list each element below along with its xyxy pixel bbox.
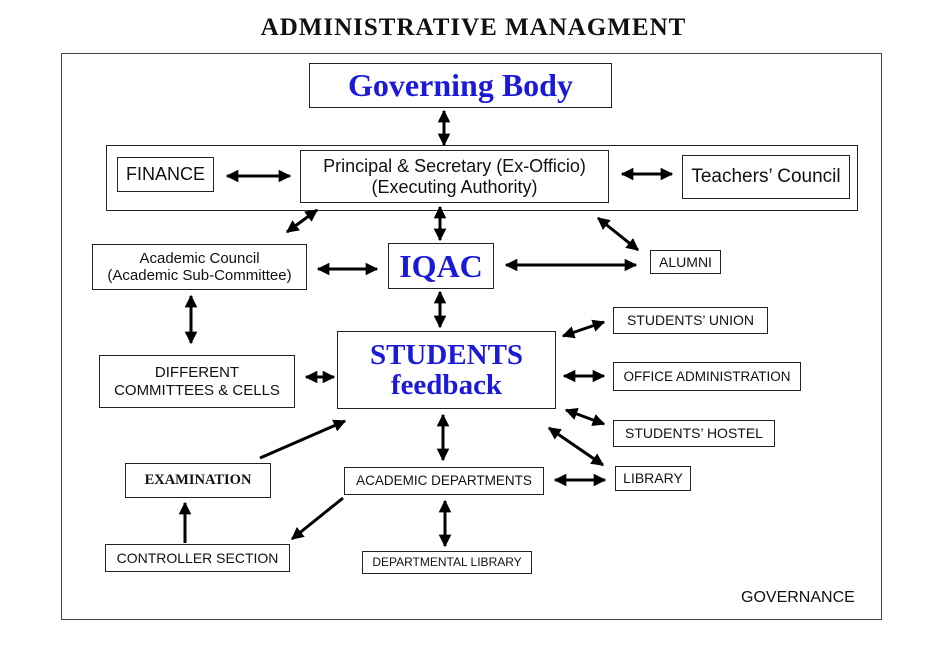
office-administration-label: OFFICE ADMINISTRATION [623,368,791,384]
governance-footer: GOVERNANCE [741,589,855,606]
governing-body-label: Governing Body [348,67,573,104]
arrow-feedback-union [561,319,606,339]
arrow-examination-feedback [259,419,347,460]
academic-departments-label: ACADEMIC DEPARTMENTS [356,473,532,489]
teachers-council-label: Teachers’ Council [691,166,841,188]
controller-section-label: CONTROLLER SECTION [116,549,279,566]
students-feedback-label-line1: STUDENTS [369,338,524,371]
office-administration-box: OFFICE ADMINISTRATION [613,362,801,391]
arrow-principal-academic-council [285,208,319,234]
examination-box: EXAMINATION [125,463,271,498]
arrow-principal-alumni [597,216,639,252]
alumni-box: ALUMNI [650,250,721,274]
students-hostel-label: STUDENTS’ HOSTEL [625,425,763,442]
academic-council-label-line2: (Academic Sub-Committee) [107,267,292,284]
principal-label-line2: (Executing Authority) [371,176,538,197]
principal-box: Principal & Secretary (Ex-Officio) (Exec… [300,150,609,203]
iqac-label: IQAC [399,247,483,284]
different-committees-label-line2: COMMITTEES & CELLS [114,381,280,399]
departmental-library-box: DEPARTMENTAL LIBRARY [362,551,532,574]
students-feedback-label-line2: feedback [390,369,503,401]
arrow-feedback-library [547,426,605,467]
examination-label: EXAMINATION [144,472,252,489]
different-committees-box: DIFFERENT COMMITTEES & CELLS [99,355,295,408]
academic-council-box: Academic Council (Academic Sub-Committee… [92,244,307,290]
academic-departments-box: ACADEMIC DEPARTMENTS [344,467,544,495]
governing-body-box: Governing Body [309,63,612,108]
finance-box: FINANCE [117,157,214,192]
students-hostel-box: STUDENTS’ HOSTEL [613,420,775,447]
different-committees-label-line1: DIFFERENT [154,364,240,382]
controller-section-box: CONTROLLER SECTION [105,544,290,572]
library-box: LIBRARY [615,466,691,491]
alumni-label: ALUMNI [659,253,712,270]
principal-label-line1: Principal & Secretary (Ex-Officio) [323,155,586,176]
library-label: LIBRARY [623,470,683,487]
academic-council-label-line1: Academic Council [139,249,260,267]
arrow-departments-controller [291,496,344,541]
students-feedback-box: STUDENTS feedback [337,331,556,409]
teachers-council-box: Teachers’ Council [682,155,850,199]
iqac-box: IQAC [388,243,494,289]
diagram-frame [61,53,882,620]
page-title: ADMINISTRATIVE MANAGMENT [260,14,687,41]
finance-label: FINANCE [125,164,205,185]
students-union-label: STUDENTS’ UNION [626,312,755,329]
arrow-feedback-hostel [564,408,606,426]
departmental-library-label: DEPARTMENTAL LIBRARY [372,554,522,569]
students-union-box: STUDENTS’ UNION [613,307,768,334]
